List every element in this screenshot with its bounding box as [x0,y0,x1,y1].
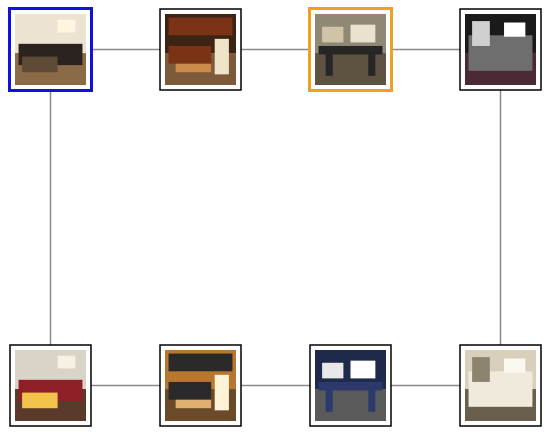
selection-highlight [8,7,93,92]
living-room-photo-icon [15,14,86,85]
small-kitchen-photo-icon [465,350,536,421]
graph-node[interactable] [459,344,542,427]
graph-node[interactable] [8,7,93,92]
graph-node[interactable] [9,344,92,427]
graph-node[interactable] [309,344,392,427]
graph-node[interactable] [308,7,393,92]
bedroom-photo-icon [15,350,86,421]
computer-room-photo-icon [315,350,386,421]
graph-node[interactable] [159,344,242,427]
graph-node[interactable] [159,8,242,91]
studio-desk-photo-icon [315,14,386,85]
edges-layer [49,48,502,387]
kitchen-photo-icon [165,14,236,85]
kitchen-island-photo-icon [165,350,236,421]
recording-studio-photo-icon [465,14,536,85]
nodes-layer [8,7,542,427]
graph-node[interactable] [459,8,542,91]
selection-highlight [308,7,393,92]
